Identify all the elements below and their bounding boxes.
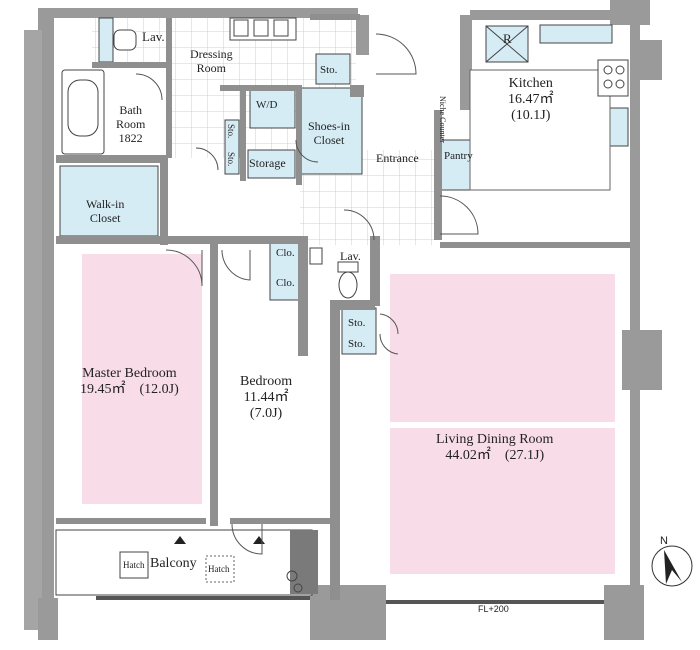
pantry-label: Pantry — [444, 150, 473, 162]
storage-label: Storage — [249, 156, 286, 170]
sto-small-label-1: Sto. — [226, 124, 236, 139]
wd-label: W/D — [256, 99, 278, 111]
fl-note: FL+200 — [478, 604, 509, 614]
hatch-label-2: Hatch — [208, 564, 230, 574]
interior-walls — [56, 14, 630, 600]
fridge-label: R — [503, 31, 512, 46]
lav-mid-label: Lav. — [340, 249, 361, 263]
lav-top-label: Lav. — [142, 29, 165, 44]
sto-dressing-label: Sto. — [320, 64, 338, 76]
clo-label-2: Clo. — [276, 277, 295, 289]
hatch-label-1: Hatch — [123, 560, 145, 570]
balcony-area — [55, 529, 604, 604]
sto-small-label-2: Sto. — [226, 152, 236, 167]
sto-ldr-label-2: Sto. — [348, 338, 366, 350]
doors — [135, 33, 479, 555]
balcony-label: Balcony — [150, 556, 197, 571]
niche-counter-label: Niche Counter — [438, 96, 447, 143]
north-arrow-icon — [651, 545, 693, 587]
room-fills — [82, 254, 615, 574]
north-label: N — [660, 535, 668, 547]
sto-ldr-label-1: Sto. — [348, 317, 366, 329]
clo-label-1: Clo. — [276, 247, 295, 259]
exterior-walls — [24, 0, 662, 640]
entrance-label: Entrance — [376, 151, 419, 165]
fixtures — [61, 17, 629, 593]
